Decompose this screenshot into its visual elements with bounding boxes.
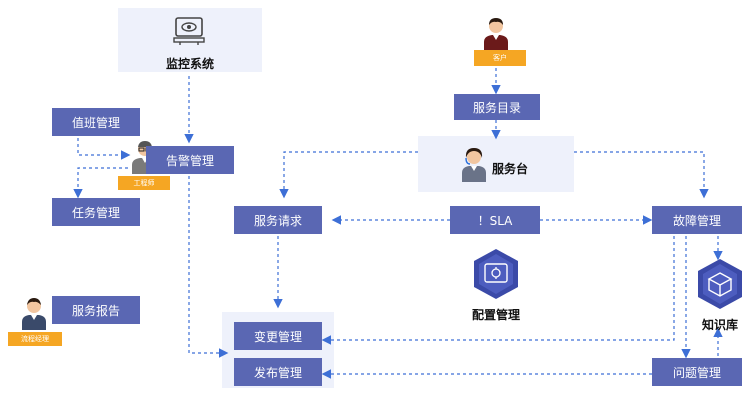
- duty-management-box[interactable]: 值班管理: [52, 108, 140, 136]
- knowledge-base-icon: [696, 258, 744, 310]
- release-management-box[interactable]: 发布管理: [234, 358, 322, 386]
- change-management-box[interactable]: 变更管理: [234, 322, 322, 350]
- edge-fault-change: [321, 236, 675, 345]
- config-management-label: 配置管理: [471, 308, 520, 322]
- fault-management-box[interactable]: 故障管理: [652, 206, 742, 234]
- process-manager-badge: 流程经理: [8, 332, 62, 346]
- alarm-management-box[interactable]: 告警管理: [146, 146, 234, 174]
- edge-alarm-task: [73, 167, 128, 199]
- problem-management-box[interactable]: 问题管理: [652, 358, 742, 386]
- service-desk-label: 服务台: [492, 162, 529, 176]
- engineer-badge: 工程师: [118, 176, 170, 190]
- customer-badge: 客户: [474, 50, 526, 66]
- monitor-icon: [172, 16, 206, 46]
- edge-duty-engineer: [77, 138, 131, 160]
- process-manager-avatar-icon: [20, 296, 48, 330]
- config-management-icon: [472, 248, 520, 300]
- service-catalog-box[interactable]: 服务目录: [454, 94, 540, 120]
- customer-avatar-icon: [482, 16, 510, 50]
- knowledge-base-label: 知识库: [701, 318, 738, 332]
- service-report-box[interactable]: 服务报告: [52, 296, 140, 324]
- sla-box[interactable]: ！SLA: [450, 206, 540, 234]
- edge-desk-fault: [574, 151, 709, 199]
- task-management-box[interactable]: 任务管理: [52, 198, 140, 226]
- service-desk-panel: [418, 136, 574, 192]
- service-request-box[interactable]: 服务请求: [234, 206, 322, 234]
- monitor-label: 监控系统: [165, 57, 214, 71]
- edge-alarm-release: [188, 176, 229, 358]
- service-desk-agent-icon: [460, 146, 488, 182]
- edge-desk-request: [279, 151, 418, 199]
